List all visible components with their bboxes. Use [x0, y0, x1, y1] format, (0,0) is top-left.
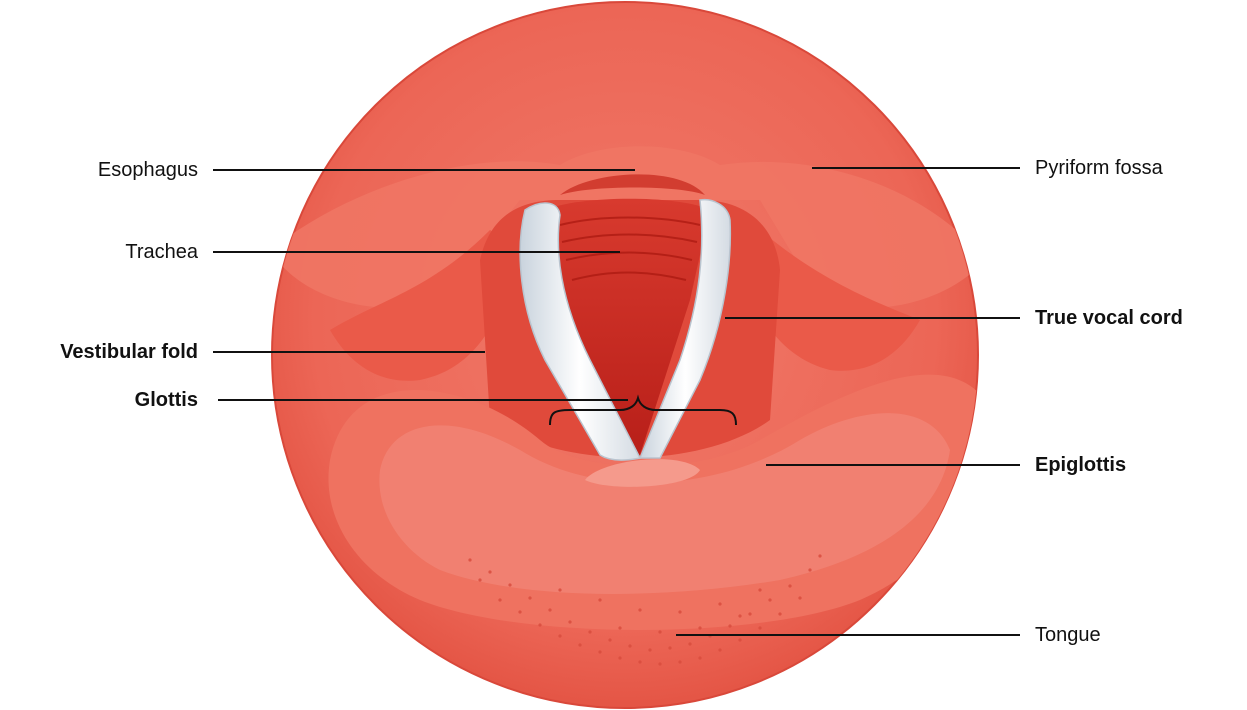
label-epiglottis: Epiglottis — [1035, 453, 1126, 477]
papilla-dot — [618, 626, 621, 629]
label-glottis: Glottis — [48, 388, 198, 412]
papilla-dot — [748, 612, 751, 615]
papilla-dot — [548, 608, 551, 611]
papilla-dot — [728, 624, 731, 627]
papilla-dot — [698, 626, 701, 629]
papilla-dot — [518, 610, 521, 613]
papilla-dot — [578, 643, 581, 646]
papilla-dot — [558, 634, 561, 637]
papilla-dot — [618, 656, 621, 659]
papilla-dot — [568, 620, 571, 623]
papilla-dot — [818, 554, 821, 557]
label-vestibular-fold: Vestibular fold — [0, 340, 198, 364]
papilla-dot — [598, 598, 601, 601]
papilla-dot — [628, 644, 631, 647]
papilla-dot — [508, 583, 511, 586]
papilla-dot — [538, 623, 541, 626]
papilla-dot — [608, 638, 611, 641]
papilla-dot — [558, 588, 561, 591]
papilla-dot — [718, 648, 721, 651]
papilla-dot — [798, 596, 801, 599]
papilla-dot — [698, 656, 701, 659]
label-trachea: Trachea — [48, 240, 198, 264]
papilla-dot — [648, 648, 651, 651]
papilla-dot — [778, 612, 781, 615]
papilla-dot — [718, 602, 721, 605]
papilla-dot — [758, 588, 761, 591]
papilla-dot — [468, 558, 471, 561]
papilla-dot — [528, 596, 531, 599]
papilla-dot — [678, 660, 681, 663]
papilla-dot — [498, 598, 501, 601]
label-pyriform-fossa: Pyriform fossa — [1035, 156, 1163, 180]
label-esophagus: Esophagus — [48, 158, 198, 182]
papilla-dot — [478, 578, 481, 581]
papilla-dot — [668, 646, 671, 649]
papilla-dot — [688, 642, 691, 645]
papilla-dot — [488, 570, 491, 573]
papilla-dot — [588, 630, 591, 633]
papilla-dot — [638, 608, 641, 611]
papilla-dot — [738, 614, 741, 617]
papilla-dot — [658, 630, 661, 633]
papilla-dot — [768, 598, 771, 601]
papilla-dot — [788, 584, 791, 587]
papilla-dot — [808, 568, 811, 571]
papilla-dot — [738, 638, 741, 641]
papilla-dot — [758, 626, 761, 629]
papilla-dot — [678, 610, 681, 613]
papilla-dot — [598, 650, 601, 653]
label-tongue: Tongue — [1035, 623, 1101, 647]
label-true-vocal-cord: True vocal cord — [1035, 306, 1183, 330]
papilla-dot — [658, 662, 661, 665]
papilla-dot — [638, 660, 641, 663]
